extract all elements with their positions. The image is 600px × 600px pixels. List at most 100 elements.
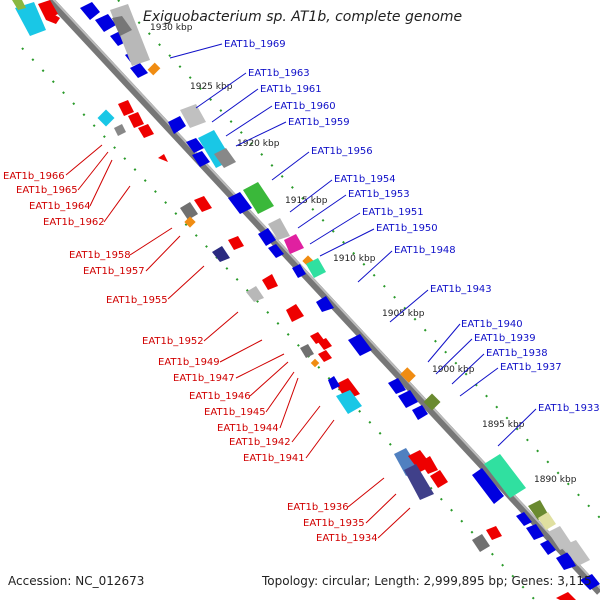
gene-arrow xyxy=(292,264,306,278)
gene-arrow xyxy=(262,274,278,290)
gene-arrow xyxy=(194,196,212,212)
gene-arrow xyxy=(228,192,252,214)
gene-label: EAT1b_1955 xyxy=(106,295,168,306)
gene-arrow xyxy=(412,405,428,420)
colored-features xyxy=(12,0,590,566)
gene-label: EAT1b_1940 xyxy=(461,319,523,330)
feature-olive xyxy=(423,393,441,411)
gene-label: EAT1b_1934 xyxy=(316,533,378,544)
gene-label: EAT1b_1959 xyxy=(288,117,350,128)
gene-label: EAT1b_1951 xyxy=(362,207,424,218)
genome-summary-text: Topology: circular; Length: 2,999,895 bp… xyxy=(262,574,592,588)
feature-darkgray xyxy=(300,344,314,358)
gene-label: EAT1b_1956 xyxy=(311,146,373,157)
feature-gray xyxy=(180,104,206,128)
tick-label: 1900 kbp xyxy=(432,365,475,375)
gene-arrow xyxy=(228,236,244,250)
feature-darkgray xyxy=(472,534,490,552)
tick-label: 1895 kbp xyxy=(482,420,525,430)
gene-arrow xyxy=(286,304,304,322)
gene-arrow xyxy=(168,116,186,134)
feature-darkgray xyxy=(180,202,198,220)
gene-label: EAT1b_1962 xyxy=(43,217,105,228)
inner-track-guide xyxy=(21,47,536,600)
gene-label: EAT1b_1963 xyxy=(248,68,310,79)
feature-darkgray xyxy=(112,16,132,36)
feature-cyan xyxy=(15,2,46,36)
gene-label: EAT1b_1953 xyxy=(348,189,410,200)
feature-navy xyxy=(404,464,434,500)
gene-label: EAT1b_1944 xyxy=(217,423,279,434)
feature-navy xyxy=(212,246,230,262)
feature-khaki xyxy=(538,512,556,530)
gene-arrow xyxy=(316,296,334,312)
gene-label: EAT1b_1969 xyxy=(224,39,286,50)
reverse-genes xyxy=(38,0,576,600)
tick-label: 1890 kbp xyxy=(534,475,577,485)
tick-label: 1905 kbp xyxy=(382,309,425,319)
gene-arrow xyxy=(348,334,372,356)
gene-label: EAT1b_1958 xyxy=(69,250,131,261)
gene-arrow xyxy=(95,14,116,32)
gene-label: EAT1b_1964 xyxy=(29,201,91,212)
gene-arrow xyxy=(430,470,448,488)
gene-label: EAT1b_1939 xyxy=(474,333,536,344)
gene-arrow xyxy=(472,468,504,504)
feature-orange xyxy=(310,358,320,368)
gene-arrow xyxy=(158,154,168,162)
tick-label: 1925 kbp xyxy=(190,82,233,92)
gene-arrow xyxy=(128,112,144,128)
gene-label: EAT1b_1935 xyxy=(303,518,365,529)
gene-arrow xyxy=(118,100,134,116)
feature-magenta xyxy=(284,234,304,254)
gene-label: EAT1b_1936 xyxy=(287,502,349,513)
gene-arrow xyxy=(318,338,332,350)
gene-label: EAT1b_1950 xyxy=(376,223,438,234)
gene-arrow xyxy=(258,228,276,246)
tick-label: 1920 kbp xyxy=(237,139,280,149)
gene-arrow xyxy=(486,526,502,540)
gene-label: EAT1b_1957 xyxy=(83,266,145,277)
gene-label: EAT1b_1949 xyxy=(158,357,220,368)
feature-gray xyxy=(562,540,590,566)
gene-label: EAT1b_1941 xyxy=(243,453,305,464)
gene-arrow xyxy=(556,592,576,600)
feature-green xyxy=(243,182,274,214)
gene-label: EAT1b_1946 xyxy=(189,391,251,402)
gene-label: EAT1b_1966 xyxy=(3,171,65,182)
gene-label: EAT1b_1954 xyxy=(334,174,396,185)
gene-arrow xyxy=(186,138,204,153)
feature-teal xyxy=(306,258,326,278)
feature-olive xyxy=(12,0,26,10)
blue-connectors xyxy=(169,43,537,447)
feature-orange xyxy=(400,367,416,383)
tick-label: 1915 kbp xyxy=(285,196,328,206)
gene-label: EAT1b_1947 xyxy=(173,373,235,384)
gene-arrow xyxy=(388,378,406,394)
gene-arrow xyxy=(336,378,360,400)
gene-arrow xyxy=(46,12,60,24)
gene-arrow xyxy=(80,2,100,20)
feature-orange xyxy=(184,216,196,228)
feature-teal xyxy=(484,454,526,498)
forward-genes xyxy=(80,2,600,590)
gene-arrow xyxy=(420,456,438,474)
gene-arrow xyxy=(328,376,340,390)
gene-arrow xyxy=(580,574,600,590)
feature-gray xyxy=(246,286,264,302)
gene-arrow xyxy=(318,350,332,362)
gene-arrow xyxy=(398,390,418,408)
gene-label: EAT1b_1945 xyxy=(204,407,266,418)
gene-label: EAT1b_1938 xyxy=(486,348,548,359)
map-title: Exiguobacterium sp. AT1b, complete genom… xyxy=(143,9,463,25)
gene-arrow xyxy=(192,151,210,167)
gene-label: EAT1b_1960 xyxy=(274,101,336,112)
gene-arrow xyxy=(130,63,148,78)
feature-orange xyxy=(147,62,161,76)
gene-label: EAT1b_1933 xyxy=(538,403,600,414)
feature-darkgray xyxy=(214,148,236,168)
feature-darkgray xyxy=(114,124,126,136)
gene-label: EAT1b_1937 xyxy=(500,362,562,373)
red-connectors xyxy=(65,144,411,539)
